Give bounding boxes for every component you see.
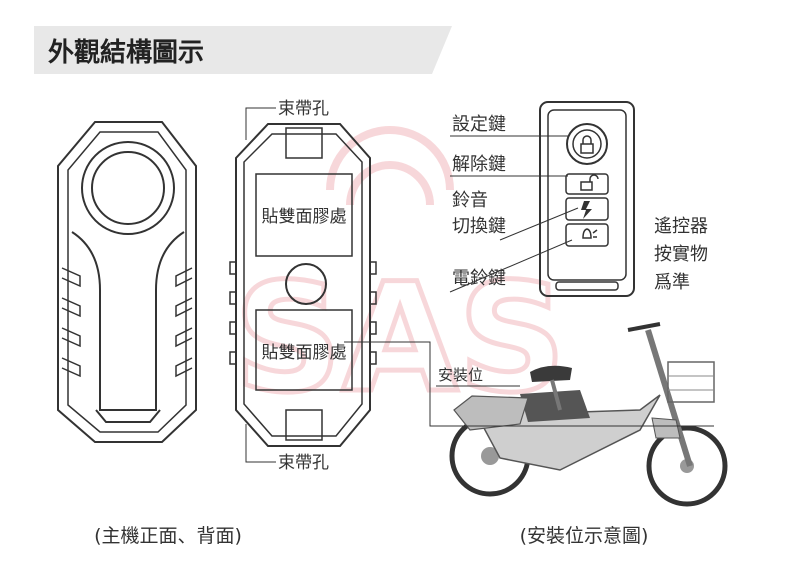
strap-hole-bottom-label: 束帶孔 [278, 453, 329, 473]
unlock-key-button [565, 173, 609, 195]
adhesive-area-bottom [255, 309, 353, 391]
device-back [229, 107, 377, 463]
bike-battery-pack [520, 390, 590, 422]
strap-hole-top-label: 束帶孔 [278, 99, 329, 119]
ring-key-label-line1: 鈴音 [452, 190, 488, 211]
device-back-inner [243, 133, 363, 437]
bell-key-label: 電鈴鍵 [452, 268, 506, 289]
bike-front-fender [651, 417, 681, 439]
device-back-outline [235, 123, 371, 447]
unlock-icon [580, 174, 599, 191]
caption-device-views: (主機正面、背面) [94, 525, 242, 547]
device-back-center-hole [285, 263, 327, 305]
install-position-leader [344, 341, 714, 427]
bike-seat-post [550, 379, 562, 411]
lock-icon [580, 135, 594, 154]
remote-note-line1: 遙控器 [654, 216, 708, 237]
strap-hole-bottom-leader [245, 424, 276, 463]
header-banner: 外觀結構圖示 [34, 26, 452, 74]
device-front-outline [57, 121, 197, 443]
adhesive-bottom-label: 貼雙面膠處 [262, 343, 347, 363]
remote-control [539, 101, 635, 297]
install-position-label: 安裝位 [438, 366, 483, 384]
ring-key-label-line2: 切換鍵 [452, 216, 506, 237]
bike-front-wheel [646, 425, 728, 507]
bell-key-leader [449, 239, 573, 293]
remote-bottom-slot [555, 281, 619, 291]
strap-slot-bottom [285, 409, 323, 441]
adhesive-area-top [255, 173, 353, 257]
set-key-button [566, 123, 608, 165]
device-front-panel [71, 231, 185, 411]
ring-switch-key-button [565, 197, 609, 221]
device-back-side-tabs [229, 261, 377, 365]
unlock-key-label: 解除鍵 [452, 154, 506, 175]
adhesive-top-label: 貼雙面膠處 [262, 207, 347, 227]
bike-front-fork [645, 329, 693, 467]
device-front-inner [67, 131, 187, 433]
bike-rear-fender [453, 395, 529, 431]
bell-icon [582, 228, 598, 239]
bike-rear-hub [481, 447, 499, 465]
bell-key-button [565, 223, 609, 247]
watermark-arc-2 [346, 161, 434, 206]
caption-install-diagram: (安裝位示意圖) [520, 525, 649, 547]
header-background [34, 26, 452, 74]
lightning-icon [581, 201, 592, 219]
remote-leaders [449, 135, 579, 293]
page-title: 外觀結構圖示 [48, 37, 204, 68]
device-front [57, 121, 197, 443]
device-siren-outer [81, 141, 175, 235]
ring-key-leader [499, 207, 579, 241]
bike-front-basket [667, 361, 715, 403]
watermark-arc-1 [326, 126, 454, 191]
bike-seat [530, 365, 572, 382]
remote-outline [539, 101, 635, 297]
remote-note-line2: 按實物 [654, 244, 708, 265]
strap-slot-top [285, 127, 323, 159]
device-front-vents [61, 267, 193, 378]
device-siren-inner [91, 151, 165, 225]
remote-note-line3: 爲準 [654, 272, 690, 293]
electric-bike [449, 322, 728, 507]
remote-face [547, 109, 627, 281]
strap-hole-top-leader [245, 107, 276, 140]
bike-handlebar [627, 322, 661, 332]
set-key-label: 設定鍵 [452, 114, 506, 135]
device-front-foot [95, 409, 161, 423]
